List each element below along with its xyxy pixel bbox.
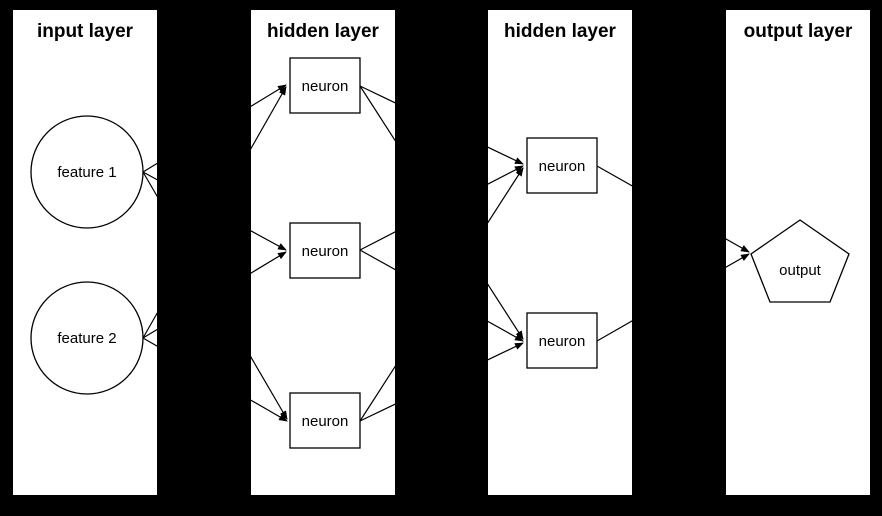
output-layer-title: output layer — [744, 21, 853, 42]
connection-line — [596, 165, 750, 253]
connection-line — [142, 84, 287, 173]
connection-line — [359, 85, 524, 165]
connection-line — [142, 171, 288, 420]
node-hidden2-neuron-2-label: neuron — [539, 333, 586, 350]
connection-line — [359, 85, 524, 340]
connection-line — [596, 253, 750, 342]
node-hidden2-neuron-2 — [526, 312, 598, 369]
hidden-layer-1-title: hidden layer — [267, 21, 380, 42]
connections-hidden2-to-output — [596, 165, 750, 342]
node-hidden1-neuron-2 — [289, 222, 361, 279]
node-hidden1-neuron-3 — [289, 392, 361, 449]
hidden-layer-2-title: hidden layer — [504, 21, 617, 42]
node-output — [750, 219, 850, 303]
connection-line — [359, 167, 524, 422]
node-feature-2 — [30, 281, 144, 395]
node-hidden1-neuron-1-label: neuron — [302, 78, 349, 95]
connection-line — [359, 342, 524, 422]
node-feature-1-label: feature 1 — [57, 164, 116, 181]
panel-hidden-layer-2 — [488, 10, 632, 495]
connection-line — [142, 171, 287, 251]
input-layer-title: input layer — [37, 21, 134, 42]
connections-hidden1-to-hidden2 — [359, 85, 524, 422]
node-feature-2-label: feature 2 — [57, 330, 116, 347]
node-hidden2-neuron-1 — [526, 137, 598, 194]
node-hidden1-neuron-3-label: neuron — [302, 413, 349, 430]
panel-input-layer — [13, 10, 157, 495]
connection-line — [142, 86, 287, 339]
connections-input-to-hidden1 — [142, 84, 288, 422]
connection-line — [142, 251, 287, 339]
connection-line — [142, 337, 288, 422]
node-hidden1-neuron-2-label: neuron — [302, 243, 349, 260]
node-hidden1-neuron-1 — [289, 57, 361, 114]
node-hidden2-neuron-1-label: neuron — [539, 158, 586, 175]
node-feature-1 — [30, 115, 144, 229]
node-output-label: output — [779, 262, 822, 279]
connection-line — [359, 165, 524, 251]
